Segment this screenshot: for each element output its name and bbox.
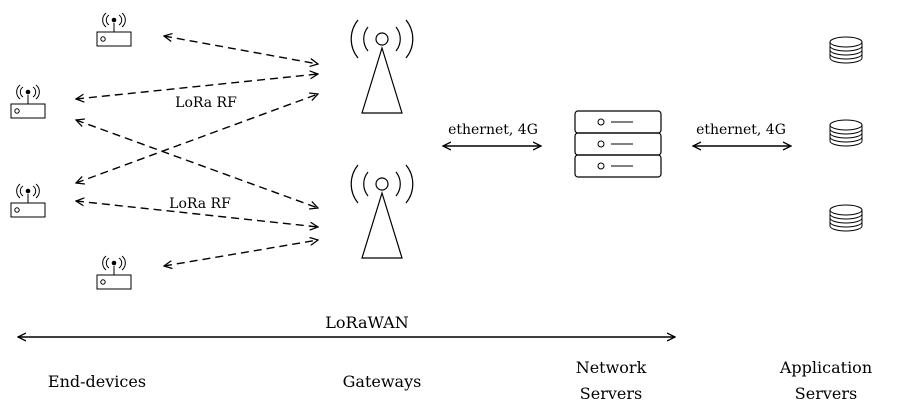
rf-link-arrow — [76, 201, 318, 227]
end-device-icon — [96, 12, 132, 47]
column-label-end-devices: End-devices — [48, 372, 146, 391]
column-label-network: Network — [576, 358, 647, 377]
column-label-application-servers: Servers — [795, 384, 857, 403]
column-label-application: Application — [779, 358, 872, 377]
end-device-icon — [96, 255, 132, 290]
link-label-left: ethernet, 4G — [448, 122, 538, 138]
database-icon — [829, 36, 863, 64]
rf-link-arrow — [76, 94, 318, 183]
network-server-icon — [574, 110, 662, 178]
column-label-gateways: Gateways — [343, 372, 422, 391]
rf-label-bottom: LoRa RF — [169, 196, 231, 212]
database-icon — [829, 119, 863, 147]
end-device-icon — [10, 84, 46, 119]
rf-link-arrow — [76, 120, 318, 208]
rf-link-arrow — [164, 240, 318, 266]
gateway-tower-icon — [350, 19, 414, 114]
link-label-right: ethernet, 4G — [696, 122, 786, 138]
lorawan-label: LoRaWAN — [325, 313, 408, 332]
gateway-tower-icon — [350, 164, 414, 259]
column-label-network-servers: Servers — [580, 384, 642, 403]
database-icon — [829, 204, 863, 232]
rf-label-top: LoRa RF — [175, 95, 237, 111]
rf-link-arrow — [164, 36, 318, 64]
end-device-icon — [10, 183, 46, 218]
